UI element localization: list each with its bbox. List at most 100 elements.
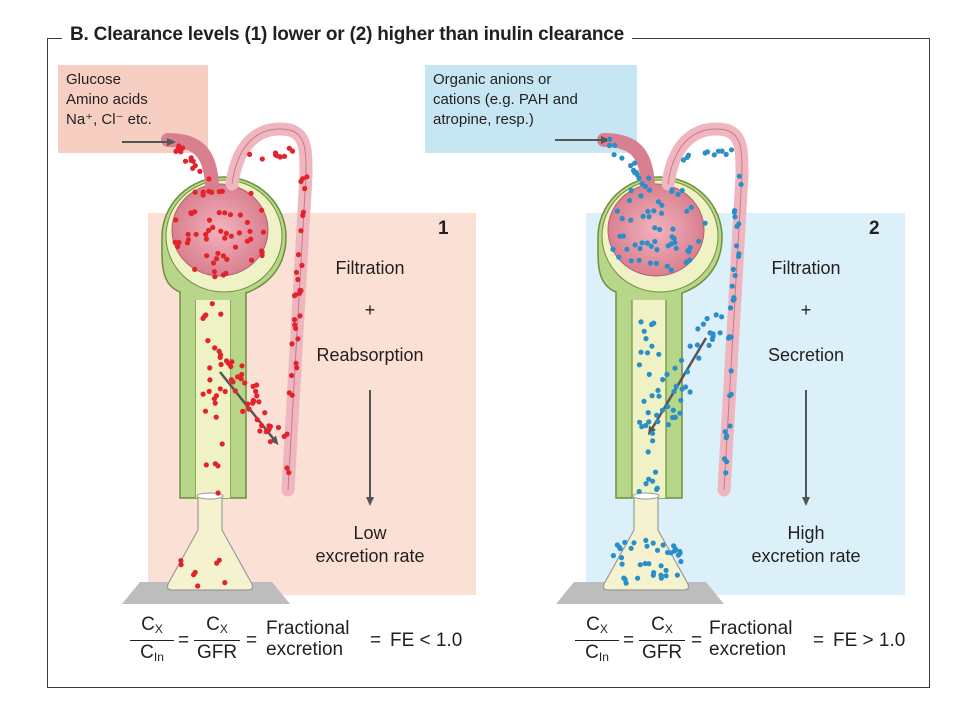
particle-dot: [214, 256, 220, 262]
particle-dot: [247, 151, 253, 157]
particle-dot: [193, 231, 199, 237]
particle-dot: [731, 209, 738, 215]
particle-dot: [292, 322, 298, 328]
figure-title: B. Clearance levels (1) lower or (2) hig…: [62, 24, 633, 46]
panel-1-plus: +: [364, 300, 376, 320]
particle-dot: [704, 316, 710, 322]
particle-dot: [645, 410, 651, 416]
particle-dot: [726, 334, 733, 340]
particle-dot: [211, 269, 217, 275]
particle-dot: [686, 249, 692, 255]
particle-dot: [652, 238, 658, 245]
particle-dot: [295, 276, 301, 283]
particle-dot: [223, 230, 229, 236]
particle-dot: [209, 189, 215, 195]
particle-dots-1: [172, 143, 310, 589]
particle-dot: [678, 558, 684, 565]
particle-dot: [218, 352, 224, 358]
particle-dot: [651, 320, 657, 326]
particle-dot: [628, 217, 634, 223]
particle-dot: [178, 562, 184, 568]
equals-sign: =: [178, 630, 190, 651]
particle-dot: [722, 429, 728, 435]
particle-dot: [631, 540, 637, 546]
particle-dot: [238, 376, 244, 382]
particle-dot: [644, 543, 650, 549]
particle-dot: [729, 283, 735, 289]
particle-dot: [219, 441, 225, 447]
particle-dot: [732, 272, 738, 279]
particle-dot: [294, 365, 300, 371]
particle-dot: [207, 377, 213, 383]
particle-dot: [650, 540, 656, 546]
particle-dot: [663, 567, 669, 574]
particle-dot: [639, 240, 645, 246]
particle-dot: [641, 328, 647, 334]
particle-dot: [230, 379, 236, 385]
particle-dot: [684, 369, 691, 375]
particle-dot: [649, 393, 655, 399]
particle-dot: [646, 476, 652, 482]
particle-dot: [628, 545, 634, 551]
particle-dot: [670, 407, 676, 413]
particle-dot: [218, 228, 224, 234]
particle-dot: [617, 546, 623, 552]
particle-dot: [723, 470, 729, 476]
particle-dot: [291, 293, 298, 299]
particle-dot: [684, 154, 690, 160]
particle-dot: [694, 342, 701, 348]
particle-dot: [612, 142, 618, 148]
particle-dot: [675, 552, 682, 558]
particle-dot: [636, 488, 642, 495]
particle-dot: [210, 260, 217, 266]
equation-2: CX CIn = CX GFR = Fractional excretion =…: [575, 612, 915, 672]
particle-dot: [286, 145, 292, 151]
particle-dot: [668, 267, 674, 273]
nephron-2: [597, 122, 749, 499]
particle-dot: [289, 341, 295, 347]
particle-dot: [655, 419, 661, 425]
substance-line: Glucose: [66, 71, 122, 88]
particle-dot: [192, 189, 198, 195]
particle-dot: [259, 252, 265, 259]
particle-dot: [619, 561, 625, 567]
particle-dot: [643, 537, 649, 544]
particle-dot: [246, 406, 252, 412]
particle-dot: [669, 187, 675, 193]
equals-sign: =: [813, 630, 825, 651]
particle-dot: [635, 575, 641, 581]
particle-dot: [216, 189, 222, 195]
particle-dot: [274, 153, 280, 159]
particle-dot: [678, 397, 684, 403]
particle-dot: [628, 163, 634, 169]
particle-dot: [254, 382, 260, 388]
particle-dot: [606, 142, 613, 149]
particle-dot: [293, 360, 299, 366]
panel-2-result: High excretion rate: [726, 522, 886, 568]
particle-dot: [656, 351, 662, 357]
particle-dot: [614, 208, 621, 214]
particle-dot: [674, 572, 681, 578]
particle-dot: [619, 215, 625, 222]
particle-dot: [660, 542, 666, 548]
particle-dot: [267, 423, 274, 429]
particle-dot: [295, 252, 302, 258]
particle-dot: [632, 170, 638, 176]
particle-dot: [247, 228, 253, 234]
particle-dot: [203, 462, 209, 468]
particle-dot: [617, 233, 623, 239]
particle-dot: [636, 362, 643, 368]
particle-dot: [204, 253, 210, 259]
particle-dot: [195, 583, 201, 589]
particle-dot: [638, 349, 644, 355]
particle-dot: [215, 250, 221, 256]
particle-dot: [696, 238, 702, 244]
particle-dot: [207, 365, 213, 371]
particle-dot: [213, 393, 219, 399]
particle-dot: [610, 246, 616, 252]
panel-1-process-top: Filtration: [335, 258, 405, 278]
result-line: excretion rate: [751, 546, 861, 566]
particle-dot: [632, 242, 638, 248]
particle-dot: [646, 371, 652, 377]
